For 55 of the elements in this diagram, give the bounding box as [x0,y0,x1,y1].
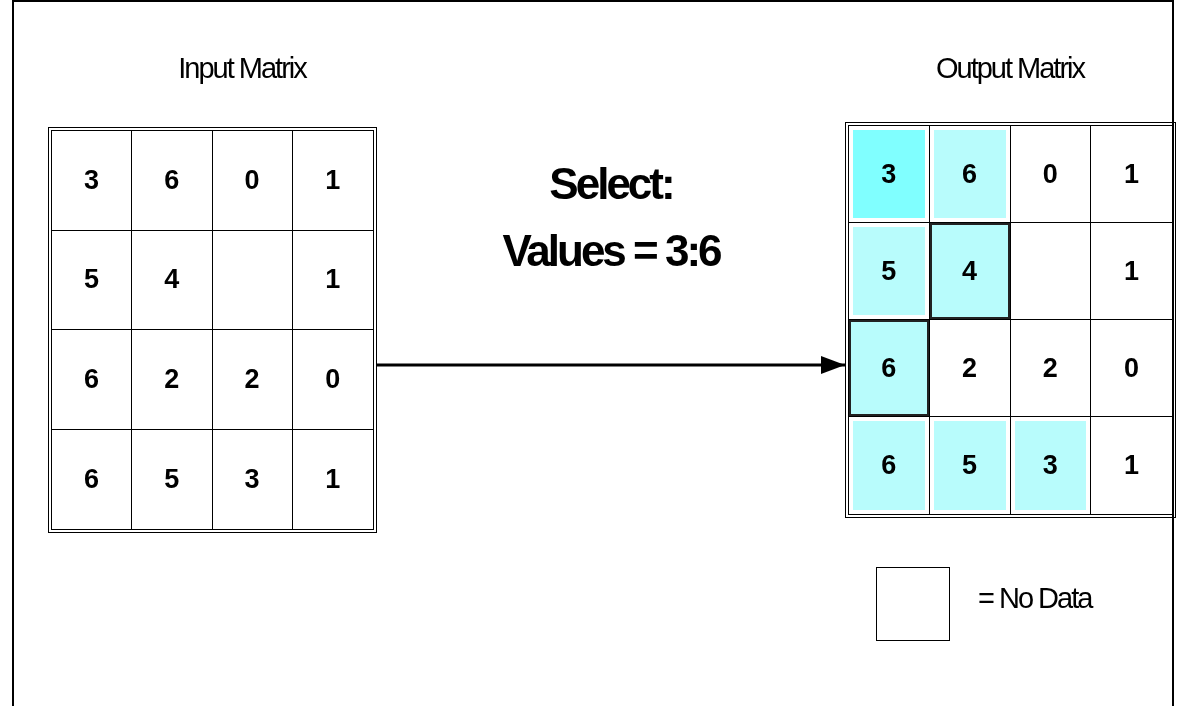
highlighted-cell [849,126,930,223]
cell-value: 6 [84,463,100,495]
matrix-cell [132,131,213,231]
cell-value: 5 [881,255,897,287]
matrix-cell [929,320,1011,417]
cell-value: 2 [244,363,260,395]
cell-value: 1 [1124,255,1140,287]
cell-value: 0 [325,363,341,395]
matrix-title: Input Matrix [178,52,306,85]
matrix-grid [845,122,1176,518]
empty-cell [1010,223,1092,320]
cell-value: 4 [164,264,180,296]
matrix-cell [132,330,213,430]
cell-value: 0 [1042,158,1058,190]
highlighted-cell [929,126,1011,223]
cell-value: 6 [962,158,978,190]
cell-value: 3 [84,164,100,196]
arrow [377,356,845,374]
cell-value: 3 [881,158,897,190]
matrix-cell [52,230,133,330]
cell-value: 5 [164,463,180,495]
highlighted-cell [849,320,930,417]
matrix-cell [1010,320,1092,417]
cell-value: 1 [325,264,341,296]
cell-value: 6 [881,450,897,481]
cell-value: 0 [244,164,260,196]
cell-value: 1 [325,164,341,196]
cell-value: 6 [881,352,897,384]
cell-value: 3 [1042,450,1058,481]
highlighted-cell [849,223,930,320]
matrix-cell [1010,126,1092,223]
cell-value: 5 [84,264,100,296]
matrix-cell [52,330,133,430]
legend-text: = No Data [978,582,1092,615]
cell-value: 2 [962,352,978,384]
cell-value: 2 [1042,352,1058,384]
cell-value: 0 [1124,352,1140,384]
matrix-cell [132,230,213,330]
edge-label: Select: Values = 3:6 [501,158,722,277]
cell-value: 5 [962,450,978,481]
matrix-cell [212,330,293,430]
cell-value: 6 [164,164,180,196]
cell-value: 1 [1124,450,1140,481]
cell-value: 3 [244,463,260,495]
cell-value: 1 [325,463,341,495]
cell-value: 4 [962,255,978,287]
cell-value: 6 [84,363,100,395]
matrix-cell [212,131,293,231]
highlighted-cell [929,223,1011,320]
matrix-title: Output Matrix [935,52,1085,85]
matrix-cell [52,131,133,231]
matrix-grid [48,127,377,533]
empty-cell [212,230,293,330]
cell-value: 1 [1124,158,1140,190]
cell-value: 2 [164,363,180,395]
